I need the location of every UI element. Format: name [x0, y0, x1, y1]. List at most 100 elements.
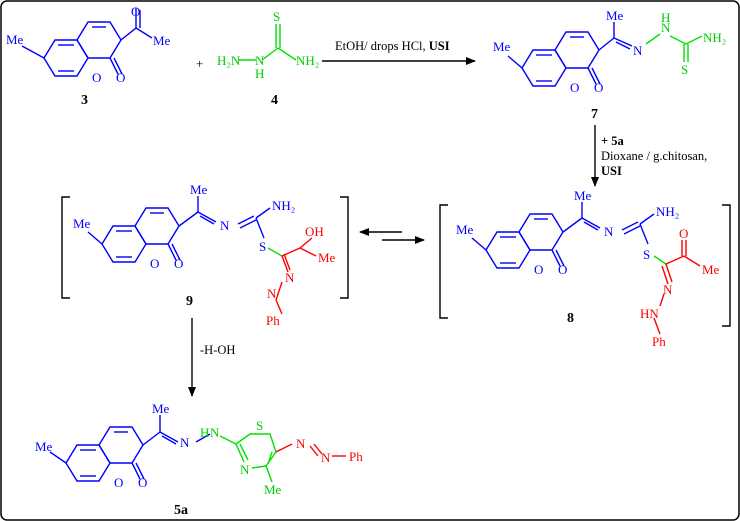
hydrogen-label: H [661, 10, 670, 25]
ring-oxygen-label: O [534, 262, 543, 277]
bond-line [255, 217, 265, 239]
nitrogen-label: N [255, 53, 265, 68]
bond-line [587, 67, 597, 85]
bond-line [665, 255, 685, 265]
step1-conditions: EtOH/ drops HCl, USI [335, 39, 450, 53]
label: USI [429, 39, 450, 53]
bond-line [598, 37, 615, 51]
nitrogen-label: N [240, 462, 250, 477]
bond-line [142, 431, 161, 446]
bond-line [685, 35, 703, 45]
bond-line [239, 219, 257, 229]
sulfur-label: S [681, 62, 688, 77]
hydrazone-nh-label: HN [640, 306, 659, 321]
step2-reagent: + 5a [601, 134, 624, 148]
bond-line [313, 443, 323, 455]
amine-label: NH₂ [296, 53, 319, 68]
nitrogen-label: N [267, 286, 277, 301]
plus-sign: + [196, 56, 203, 71]
compound-4-structure: H₂N N H S NH₂ [217, 9, 319, 81]
sulfur-label: S [273, 9, 280, 24]
bond-line [665, 263, 673, 283]
label: OH [217, 343, 235, 357]
nitrogen-label: N [220, 218, 230, 233]
lactone-oxygen-label: O [116, 70, 125, 85]
amine-label: NH₂ [272, 198, 295, 213]
nitrogen-label: N [210, 425, 220, 440]
ring-oxygen-label: O [150, 256, 159, 271]
methyl-label: Me [456, 222, 474, 237]
methyl-label: Me [606, 8, 624, 23]
bond-line [255, 207, 271, 219]
lactone-oxygen-label: O [138, 475, 147, 490]
bond-line [265, 465, 273, 483]
label: EtOH/ drops HCl, [335, 39, 429, 53]
bond-line [135, 27, 153, 39]
compound-number-5a: 5a [174, 503, 188, 518]
bond-line [551, 249, 561, 267]
bond-line [267, 451, 273, 465]
bond-line [591, 67, 601, 85]
bond-line [239, 443, 249, 461]
compound-number-3: 3 [81, 93, 88, 108]
hydroxyl-label: OH [305, 224, 324, 239]
methyl-label: Me [152, 401, 170, 416]
ring-oxygen-label: O [570, 80, 579, 95]
bond-line [683, 255, 701, 267]
bond-line [639, 213, 655, 225]
methyl-label: Me [35, 439, 53, 454]
compound-3-structure: Me O Me O O [6, 4, 171, 85]
bond-line [621, 221, 639, 231]
compound-9-structure: Me Me N O O NH₂ S OH Me N N Ph [73, 182, 336, 328]
bond-line [507, 55, 523, 69]
bond-line [471, 237, 487, 251]
bond-line [562, 217, 583, 233]
bond-line [283, 253, 291, 271]
methyl-label: Me [6, 32, 24, 47]
phenyl-label: Ph [349, 449, 363, 464]
bond-line [653, 317, 661, 335]
bond-line [219, 435, 237, 445]
bond-line [21, 45, 45, 59]
bond-line [237, 215, 255, 225]
bond-line [251, 465, 267, 469]
amine-label: H₂N [217, 53, 241, 68]
bond-line [661, 265, 669, 285]
methyl-label: Me [190, 182, 208, 197]
nitrogen-label: N [321, 450, 331, 465]
bond-line [615, 41, 631, 50]
bond-line [87, 231, 103, 245]
methyl-label: Me [73, 216, 91, 231]
step3-conditions: -H-OH [200, 343, 235, 357]
bracket-right-9 [340, 196, 349, 299]
bond-line [159, 431, 179, 443]
bracket-left-9 [61, 196, 70, 299]
nitrogen-label: N [285, 270, 295, 285]
carbonyl-oxygen-label: O [679, 226, 688, 241]
label: -H- [200, 343, 217, 357]
bond-line [131, 462, 141, 480]
bond-line [235, 433, 277, 467]
nitrogen-label: N [633, 43, 643, 58]
compound-8-structure: Me Me N O O NH₂ S O Me N HN Ph [456, 188, 720, 349]
bond-line [167, 243, 177, 261]
bond-line [555, 249, 565, 267]
bond-line [623, 225, 641, 235]
compound-5a-structure: Me Me N O O H N S N Me N N Ph [35, 401, 363, 497]
bond-line [281, 255, 289, 273]
lactone-oxygen-label: O [558, 262, 567, 277]
amine-label: NH₂ [703, 30, 726, 45]
bond-line [109, 57, 119, 75]
sulfur-label: S [259, 239, 266, 254]
bond-line [639, 223, 649, 245]
bond-line [197, 211, 217, 223]
methyl-label: Me [318, 250, 336, 265]
bracket-left-8 [439, 204, 448, 319]
bond-line [275, 299, 283, 315]
bond-line [583, 221, 599, 231]
methyl-label: Me [153, 33, 171, 48]
nitrogen-label: N [180, 435, 190, 450]
compound-number-9: 9 [186, 294, 193, 309]
